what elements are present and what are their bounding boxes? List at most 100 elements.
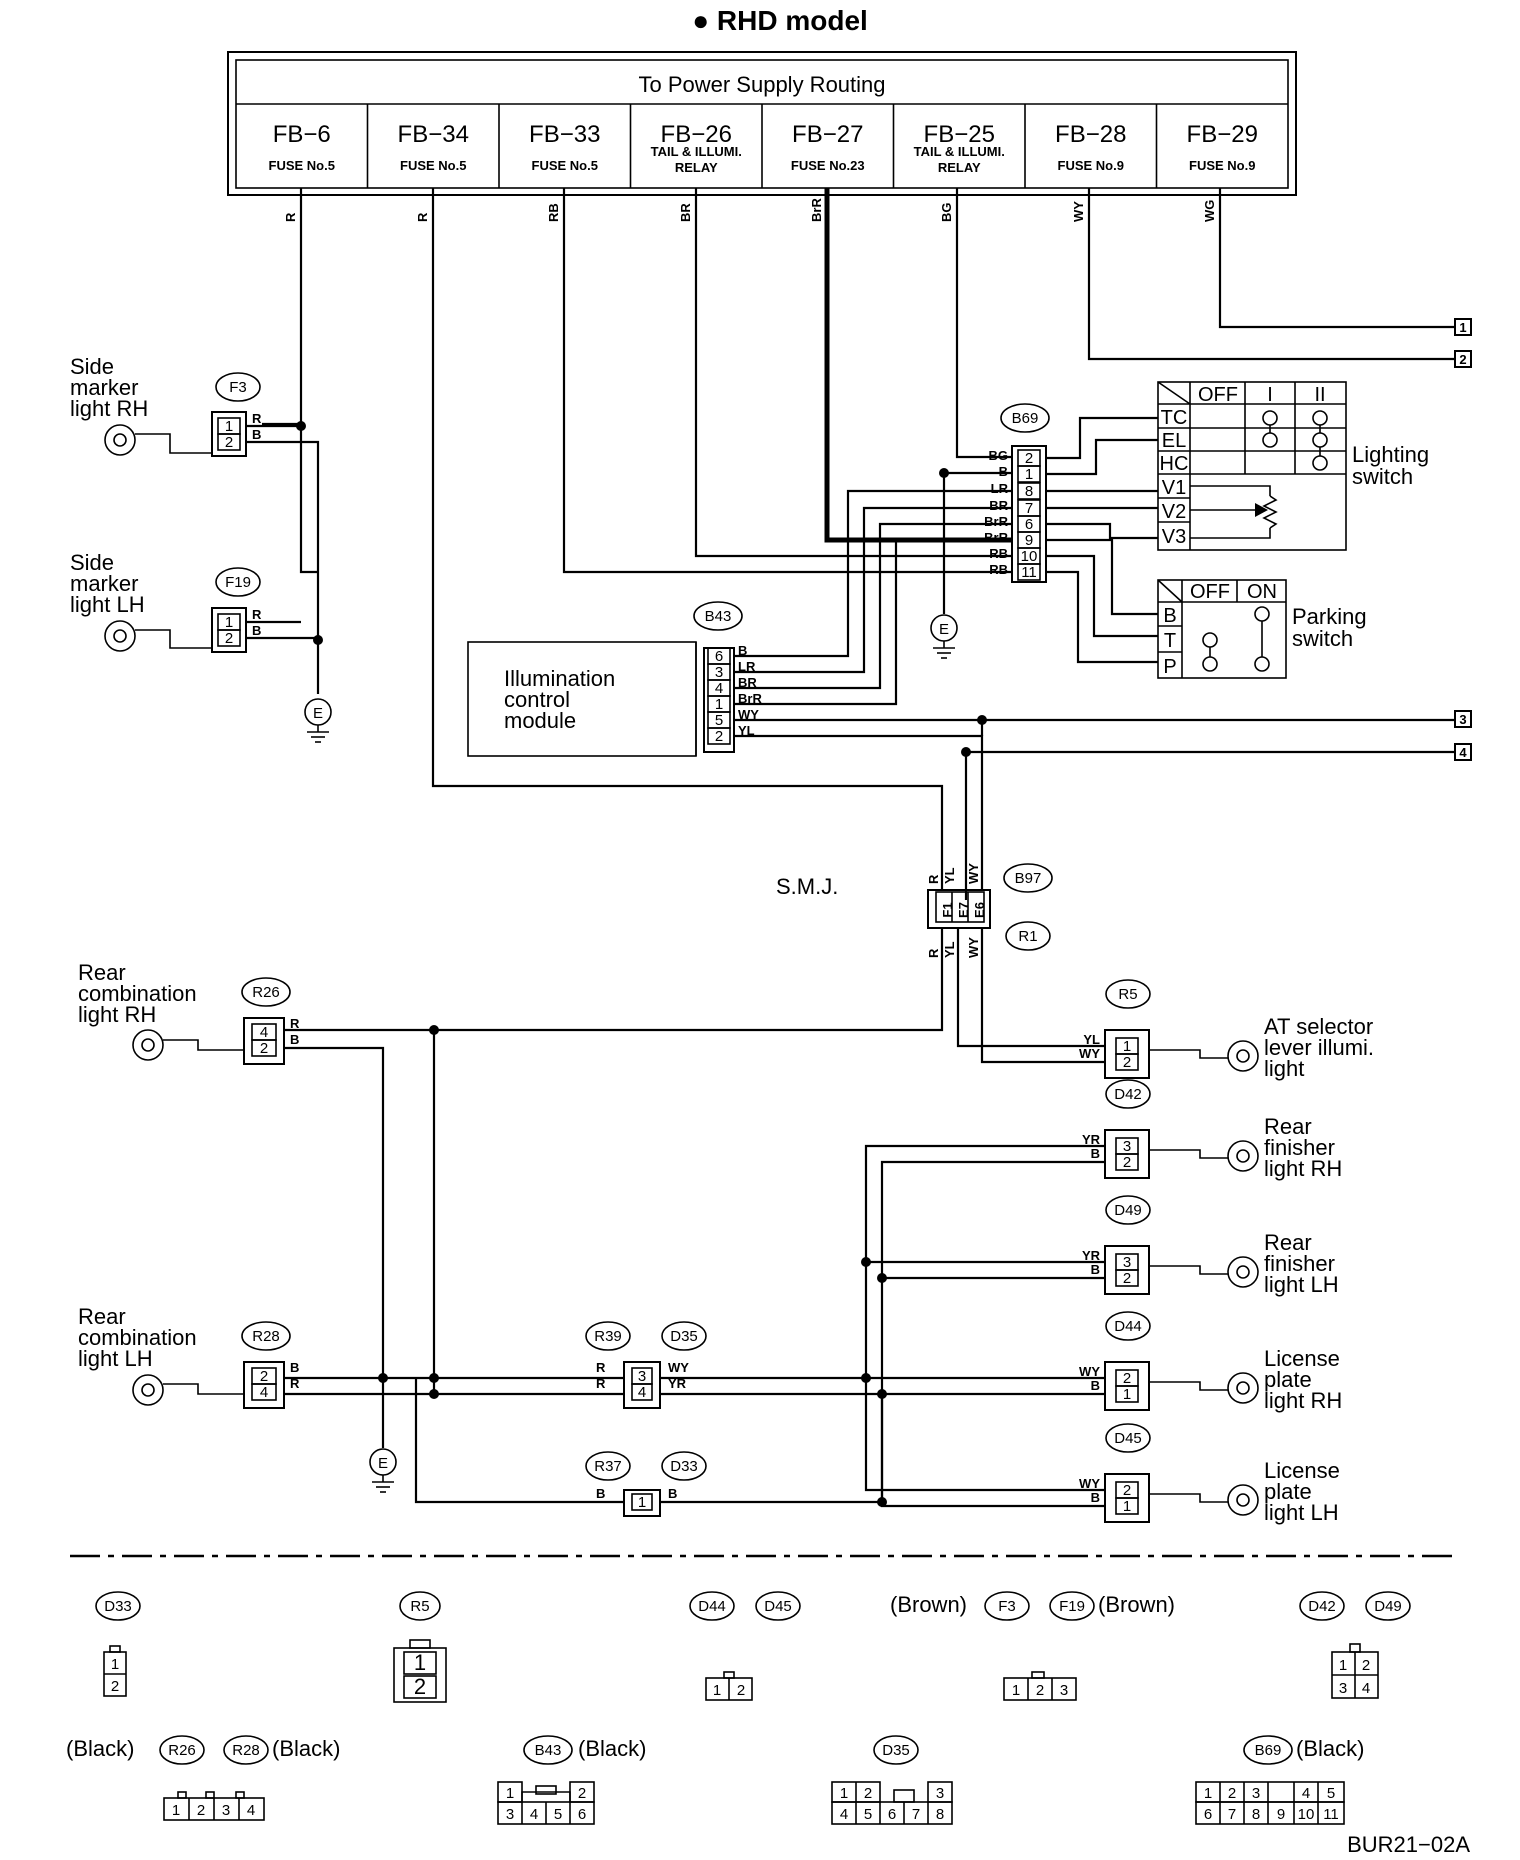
svg-text:finisher: finisher [1264,1251,1335,1276]
svg-text:1: 1 [1123,1498,1131,1515]
svg-text:2: 2 [1123,1370,1131,1387]
svg-text:6: 6 [888,1806,896,1823]
r28-conn-label: R28 [252,1328,280,1345]
b43-wire-2: LR [738,659,756,674]
svg-text:4: 4 [840,1806,848,1823]
svg-text:8: 8 [936,1806,944,1823]
b69-wire-2: B [999,464,1008,479]
diagram-title: ● RHD model [692,5,868,36]
svg-text:B: B [596,1486,605,1501]
svg-text:6: 6 [578,1806,586,1823]
svg-text:1: 1 [1012,1682,1020,1699]
parking-switch-label-1: Parking [1292,604,1367,629]
svg-text:B: B [1091,1378,1100,1393]
rear-lh-label-3: light LH [78,1346,153,1371]
svg-text:7: 7 [912,1806,920,1823]
svg-text:3: 3 [936,1785,944,1802]
lighting-switch-label-1: Lighting [1352,442,1429,467]
r28-pin-4: 4 [260,1384,268,1401]
fuse-sub-4: TAIL & ILLUMI. [651,144,742,159]
legend-r28-color: (Black) [272,1736,340,1761]
legend-f19-color: (Brown) [1098,1592,1175,1617]
svg-text:E: E [313,705,323,722]
side-marker-rh: Side marker light RH 1 2 F3 R B [70,354,320,640]
d44-conn-label: D44 [1114,1318,1142,1335]
f19-wire-r: R [252,607,262,622]
svg-text:WY: WY [1079,1046,1100,1061]
svg-text:3: 3 [222,1802,230,1819]
fuse-wires [262,188,1455,890]
fuse-id-7: FB−28 [1055,121,1126,148]
legend-b43-color: (Black) [578,1736,646,1761]
offpage-ref-1: 1 [1459,320,1466,335]
b43-conn-label: B43 [705,608,732,625]
b69-pin-11: 11 [1021,564,1037,581]
b69-wire-5: BrR [984,514,1008,529]
lighting-row-hc: HC [1160,453,1189,475]
b43-pin-6: 6 [715,648,723,665]
f3-pin-1: 1 [225,418,233,435]
icm-label-1: Illumination [504,666,615,691]
side-lh-label-2: marker [70,571,138,596]
fuse-sub-3: FUSE No.5 [532,158,598,173]
rear-rh-label-1: Rear [78,960,126,985]
svg-text:AT selector: AT selector [1264,1014,1373,1039]
svg-text:YR: YR [1082,1248,1101,1263]
svg-text:E6: E6 [972,902,987,918]
svg-text:2: 2 [1228,1785,1236,1802]
fuse-sub-5: FUSE No.23 [791,158,865,173]
svg-text:1: 1 [840,1785,848,1802]
svg-text:E: E [378,1455,388,1472]
r26-conn-label: R26 [252,984,280,1001]
b69-left-wires [834,471,1012,690]
svg-text:1: 1 [1339,1657,1347,1674]
r26-pin-2: 2 [260,1040,268,1057]
figure-code: BUR21−02A [1347,1832,1470,1857]
b69-wire-4: BR [989,498,1008,513]
junction-dots [296,421,987,1507]
fuse-sub-2: FUSE No.5 [400,158,466,173]
f19-pin-2: 2 [225,630,233,647]
b69-wire-1: BG [989,448,1009,463]
svg-text:5: 5 [554,1806,562,1823]
svg-text:License: License [1264,1458,1340,1483]
legend-r26-color: (Black) [66,1736,134,1761]
rear-combination-lh: Rear combination light LH 2 4 R28 B R [78,1304,434,1409]
r39-d35-connector: R39 D35 3 4 R R WY YR [585,1321,707,1409]
svg-text:YL: YL [1083,1032,1100,1047]
ground-symbol: E [304,640,332,743]
svg-text:light RH: light RH [1264,1388,1342,1413]
lighting-switch-label-2: switch [1352,464,1413,489]
legend-d44: D44 [698,1598,726,1615]
legend-b69-color: (Black) [1296,1736,1364,1761]
svg-text:1: 1 [1123,1386,1131,1403]
b69-pin-10: 10 [1021,548,1038,565]
svg-text:1: 1 [713,1682,721,1699]
lighting-row-el: EL [1162,430,1186,452]
parking-switch-label-2: switch [1292,626,1353,651]
lighting-row-v3: V3 [1162,526,1186,548]
b43-wire-5: WY [738,707,759,722]
svg-text:1: 1 [172,1802,180,1819]
legend-d33: D33 [104,1598,132,1615]
svg-text:1: 1 [506,1785,514,1802]
b97-conn-label: B97 [1015,870,1042,887]
rear-rh-label-3: light RH [78,1002,156,1027]
legend-d45: D45 [764,1598,792,1615]
svg-text:YR: YR [668,1376,687,1391]
svg-text:4: 4 [1362,1680,1370,1697]
svg-text:light: light [1264,1056,1304,1081]
svg-text:WY: WY [1079,1364,1100,1379]
svg-text:2: 2 [111,1678,119,1695]
b69-pin-2: 2 [1025,450,1033,467]
svg-text:Rear: Rear [1264,1230,1312,1255]
rear-lh-label-2: combination [78,1325,197,1350]
fuse-wire-color-5: BrR [809,198,824,222]
b43-pin-2: 2 [715,728,723,745]
b43-wire-6: YL [738,723,755,738]
svg-text:light LH: light LH [1264,1272,1339,1297]
fuse-wire-color-6: BG [939,203,954,223]
